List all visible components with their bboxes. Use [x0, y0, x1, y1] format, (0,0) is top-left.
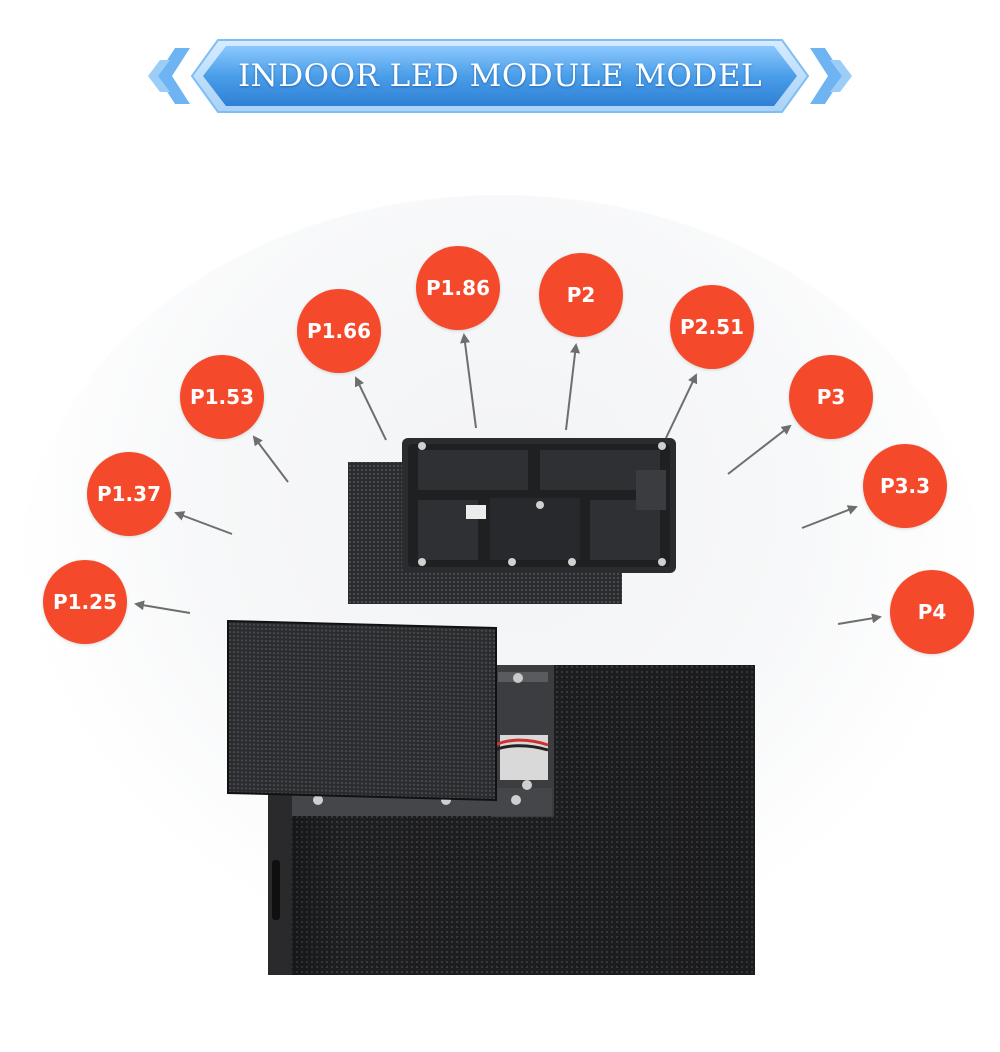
arrow-p1-86: [460, 333, 477, 429]
front-led-module: [227, 619, 497, 802]
arrow-p4: [837, 613, 882, 625]
floating-module-back: [402, 438, 676, 573]
page-title: INDOOR LED MODULE MODEL: [237, 58, 763, 94]
arrow-p3: [727, 424, 792, 475]
arrow-p1-53: [252, 435, 289, 483]
badge-p1-25: P1.25: [43, 560, 127, 644]
badge-p3-3: P3.3: [863, 444, 947, 528]
arrow-p1-37: [174, 511, 233, 535]
badge-p2: P2: [539, 253, 623, 337]
arrow-p1-25: [134, 600, 191, 614]
right-chevron-small-icon: [830, 60, 852, 92]
arrow-p2: [565, 343, 581, 431]
badge-p1-66: P1.66: [297, 289, 381, 373]
title-banner: [148, 39, 852, 113]
cabinet-handle: [272, 860, 280, 920]
left-chevron-small-icon: [148, 60, 170, 92]
arrows: [134, 333, 882, 625]
badge-p2-51: P2.51: [670, 285, 754, 369]
badge-p1-37: P1.37: [87, 452, 171, 536]
badge-p1-86: P1.86: [416, 246, 500, 330]
arrow-p2-51: [665, 373, 698, 439]
badge-p1-53: P1.53: [180, 355, 264, 439]
arrow-p1-66: [354, 376, 387, 441]
badge-p4: P4: [890, 570, 974, 654]
arrow-p3-3: [801, 505, 858, 529]
left-chevron-icon: [157, 48, 190, 104]
badge-p3: P3: [789, 355, 873, 439]
right-chevron-icon: [810, 48, 843, 104]
